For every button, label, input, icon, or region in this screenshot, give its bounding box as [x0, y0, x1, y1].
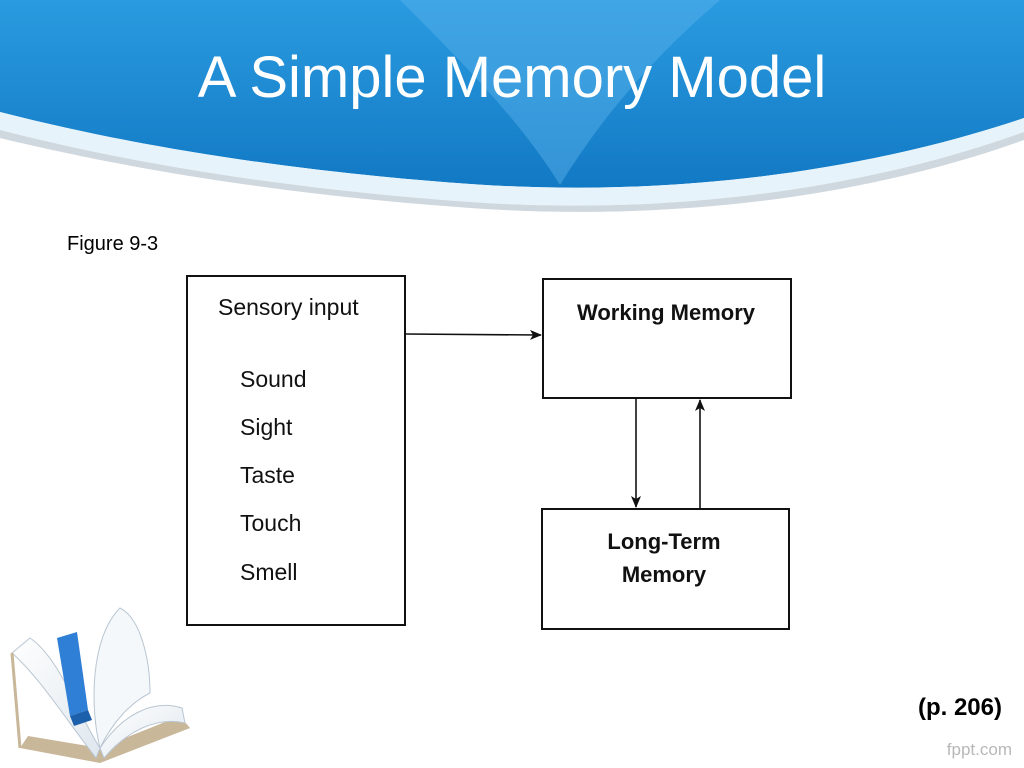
sensory-input-box: Sensory input Sound Sight Taste Touch Sm… [186, 275, 406, 626]
long-term-memory-label-line2: Memory [622, 562, 707, 587]
open-book-icon [10, 607, 190, 763]
working-memory-box: Working Memory [542, 278, 792, 399]
sensory-item-taste: Taste [240, 462, 295, 488]
sensory-item-sound: Sound [240, 366, 307, 392]
working-memory-label: Working Memory [577, 300, 756, 325]
figure-label: Figure 9-3 [67, 233, 159, 255]
sensory-item-touch: Touch [240, 510, 301, 536]
arrow-sensory-to-working [404, 329, 542, 340]
sensory-item-sight: Sight [240, 414, 293, 440]
slide-title: A Simple Memory Model [197, 45, 827, 110]
watermark: fppt.com [946, 740, 1012, 759]
header-banner [0, 0, 1024, 212]
long-term-memory-label-line1: Long-Term [607, 529, 720, 554]
sensory-input-heading: Sensory input [218, 294, 359, 320]
long-term-memory-box: Long-Term Memory [541, 508, 790, 630]
page-reference: (p. 206) [917, 694, 1002, 721]
sensory-item-smell: Smell [240, 559, 298, 585]
